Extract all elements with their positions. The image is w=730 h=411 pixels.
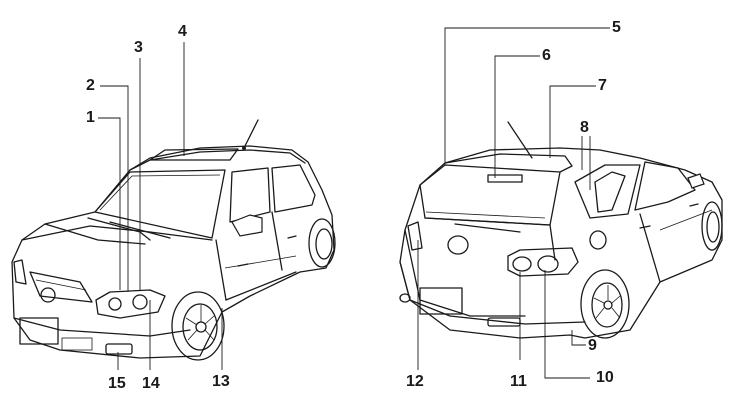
leader-lines — [98, 27, 610, 379]
callout-10: 10 — [596, 369, 614, 386]
callout-13: 13 — [212, 373, 230, 390]
callout-7: 7 — [598, 77, 607, 94]
callout-12: 12 — [406, 373, 424, 390]
callout-15: 15 — [108, 375, 126, 392]
front-car-illustration — [11, 119, 336, 361]
callout-6: 6 — [542, 47, 551, 64]
callout-2: 2 — [86, 77, 95, 94]
callout-11: 11 — [510, 373, 527, 390]
rear-car-illustration — [399, 121, 723, 339]
callout-8: 8 — [580, 119, 589, 136]
callout-3: 3 — [134, 39, 143, 56]
callout-1: 1 — [86, 109, 95, 126]
callout-9: 9 — [588, 337, 597, 354]
callout-14: 14 — [142, 375, 160, 392]
callout-4: 4 — [178, 23, 187, 40]
callout-5: 5 — [612, 19, 621, 36]
